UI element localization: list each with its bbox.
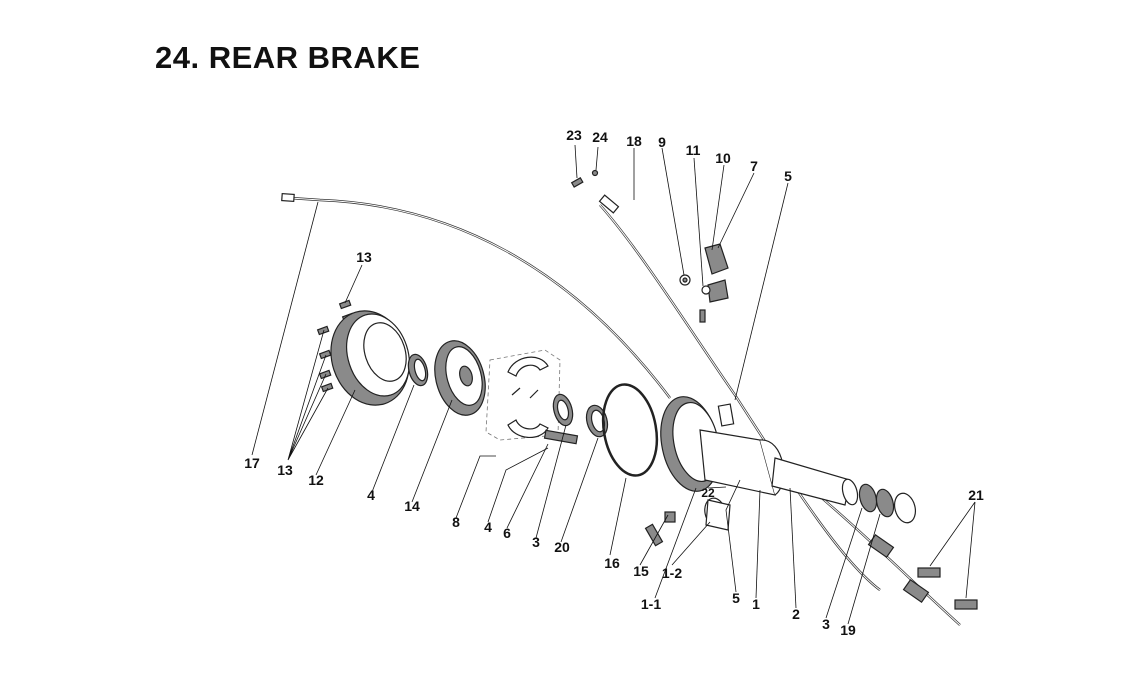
callout-8: 8 (452, 514, 460, 530)
brake-cable-18 (598, 194, 881, 591)
callout-1-2: 1-2 (662, 565, 682, 581)
callout-22: 22 (701, 486, 715, 500)
callout-1-1: 1-1 (641, 596, 661, 612)
callout-11: 11 (686, 142, 701, 158)
seal-and-shaft (543, 393, 579, 445)
callout-12: 12 (308, 472, 324, 488)
axle-seals (858, 483, 917, 524)
lever-parts (570, 169, 729, 323)
callout-6: 6 (503, 525, 511, 541)
sleeve-and-bolt (644, 497, 731, 547)
callout-10: 10 (715, 150, 731, 166)
oil-seal-4 (407, 353, 429, 387)
brake-shoes (485, 349, 561, 441)
brake-panel (660, 396, 784, 496)
long-brake-cable (281, 192, 671, 399)
brake-drum (434, 340, 486, 416)
callout-9: 9 (658, 134, 666, 150)
callout-13-top: 13 (356, 249, 372, 265)
callout-21: 21 (968, 487, 984, 503)
callout-4-right: 4 (484, 519, 492, 535)
callout-24: 24 (592, 129, 608, 145)
callout-5-top: 5 (784, 168, 792, 184)
axle-tube (771, 457, 859, 506)
callout-3-left: 3 (532, 534, 540, 550)
callout-14: 14 (404, 498, 420, 514)
callout-1: 1 (752, 596, 760, 612)
callout-7: 7 (750, 158, 758, 174)
callout-5-bottom: 5 (732, 590, 740, 606)
callout-13-bottom: 13 (277, 462, 293, 478)
brake-cover (330, 310, 410, 406)
o-ring (601, 383, 659, 477)
callout-2: 2 (792, 606, 800, 622)
callout-20: 20 (554, 539, 570, 555)
callout-23: 23 (566, 127, 582, 143)
leader-lines (251, 144, 976, 625)
callout-15: 15 (633, 563, 649, 579)
callout-17: 17 (244, 455, 260, 471)
callout-labels: 23 24 18 9 11 10 7 5 13 17 13 12 4 14 8 … (244, 127, 984, 638)
callout-4-left: 4 (367, 487, 375, 503)
page-title: 24. REAR BRAKE (155, 40, 421, 75)
callout-18: 18 (626, 133, 642, 149)
callout-3-right: 3 (822, 616, 830, 632)
cable-adjusters (867, 533, 978, 610)
bearing-3 (585, 404, 609, 438)
callout-19: 19 (840, 622, 856, 638)
callout-16: 16 (604, 555, 620, 571)
